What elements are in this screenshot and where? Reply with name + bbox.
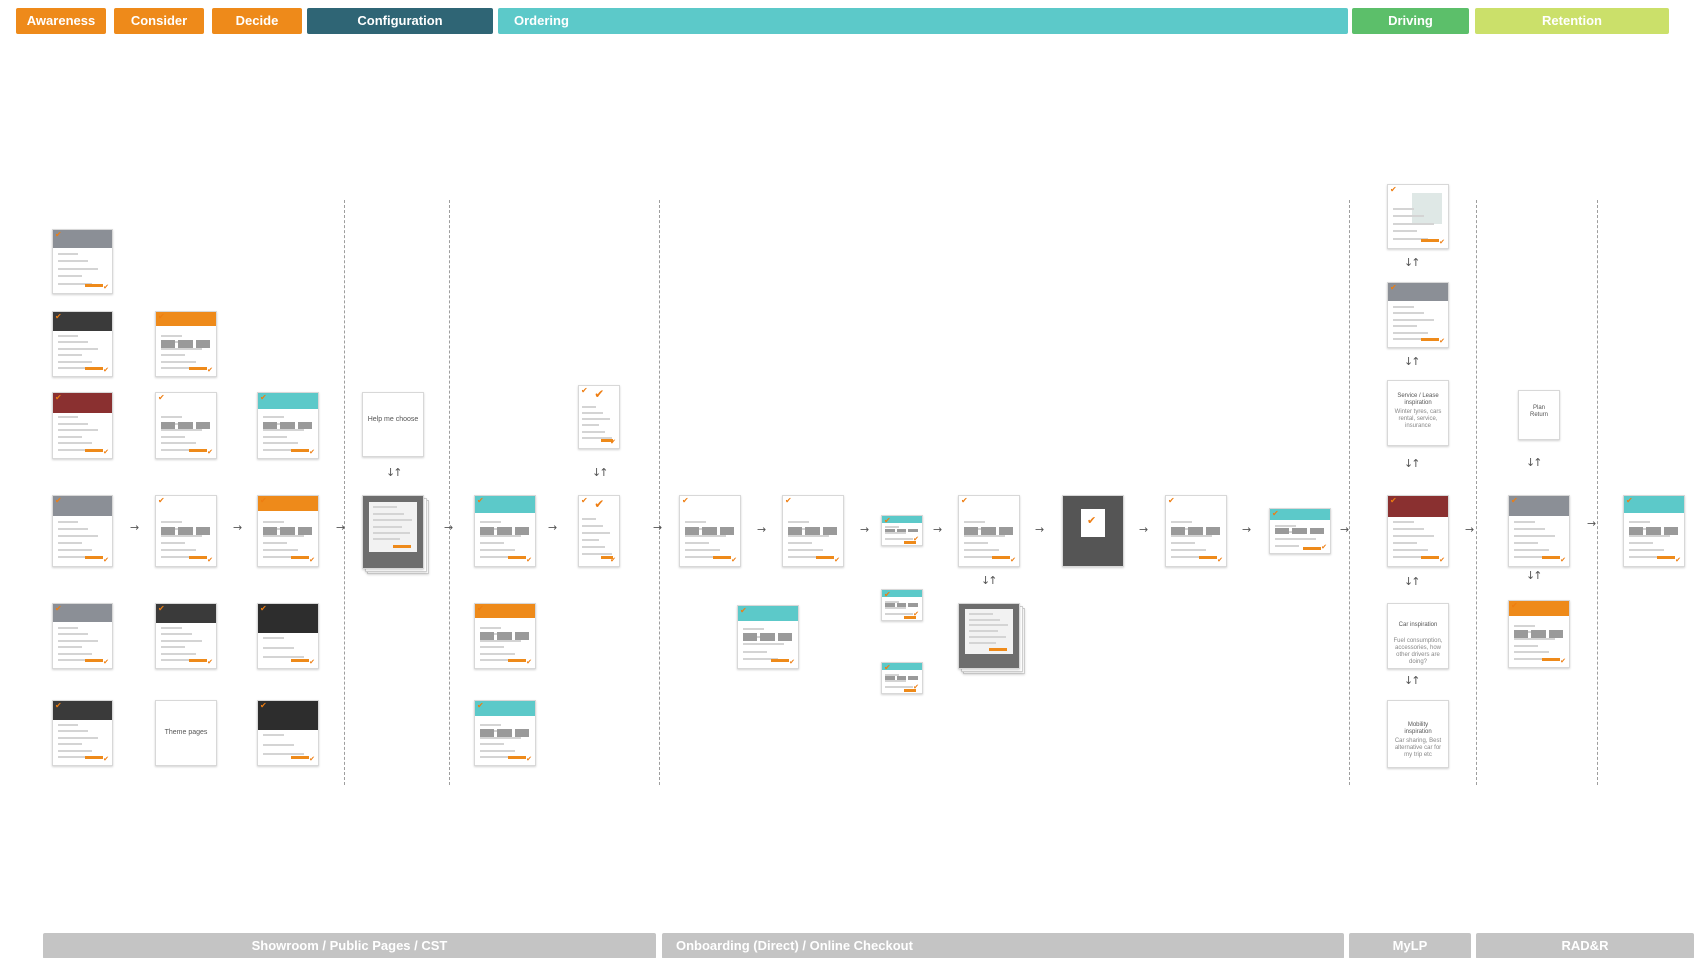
phase-radr: RAD&R bbox=[1476, 933, 1694, 958]
phase-mylp: MyLP bbox=[1349, 933, 1471, 958]
screen-thumbnail: ✔✔ bbox=[155, 603, 217, 669]
screen-thumbnail: ✔✔ bbox=[52, 495, 113, 567]
arrow-updown: ↓↑ bbox=[1404, 674, 1421, 687]
caption-help-me-choose: Help me choose bbox=[367, 416, 419, 423]
caption-plan-return: Plan Return bbox=[1529, 405, 1548, 418]
screen-thumbnail: ✔✔ bbox=[1165, 495, 1227, 567]
arrow-right: → bbox=[233, 521, 243, 534]
arrow-right: → bbox=[1340, 523, 1350, 536]
screen-thumbnail bbox=[1387, 700, 1449, 768]
divider-retention-end bbox=[1597, 200, 1598, 785]
screen-thumbnail: ✔✔ bbox=[1269, 508, 1331, 554]
screen-thumbnail: ✔✔ bbox=[155, 311, 217, 377]
caption-car-inspiration: Car inspiration bbox=[1398, 622, 1438, 628]
arrow-right: → bbox=[1587, 517, 1597, 530]
arrow-updown: ↓↑ bbox=[981, 574, 998, 587]
screen-thumbnail: ✔✔ bbox=[155, 392, 217, 459]
screen-thumbnail: ✔✔ bbox=[52, 311, 113, 377]
arrow-right: → bbox=[336, 521, 346, 534]
screen-thumbnail: ✔✔ bbox=[474, 700, 536, 766]
stage-awareness: Awareness bbox=[16, 8, 106, 34]
arrow-right: → bbox=[860, 523, 870, 536]
screen-thumbnail: ✔✔ bbox=[1623, 495, 1685, 567]
arrow-right: → bbox=[548, 521, 558, 534]
stage-decide: Decide bbox=[212, 8, 302, 34]
arrow-updown: ↓↑ bbox=[1404, 256, 1421, 269]
phase-showroom: Showroom / Public Pages / CST bbox=[43, 933, 656, 958]
arrow-updown: ↓↑ bbox=[386, 466, 403, 479]
screen-thumbnail: ✔✔ bbox=[1387, 282, 1449, 348]
screen-thumbnail: ✔✔ bbox=[1387, 495, 1449, 567]
screen-thumbnail bbox=[362, 392, 424, 457]
stage-configuration: Configuration bbox=[307, 8, 493, 34]
screen-thumbnail: ✔✔ bbox=[782, 495, 844, 567]
screen-thumbnail: ✔✔ bbox=[474, 603, 536, 669]
arrow-updown: ↓↑ bbox=[1526, 569, 1543, 582]
screen-thumbnail bbox=[1387, 603, 1449, 669]
screen-thumbnail: ✔✔ bbox=[679, 495, 741, 567]
screen-thumbnail bbox=[1518, 390, 1560, 440]
screen-thumbnail bbox=[362, 495, 424, 569]
caption-mobility-inspiration: Mobility inspiration bbox=[1404, 722, 1432, 735]
screen-thumbnail: ✔✔ bbox=[52, 392, 113, 459]
screen-thumbnail: ✔✔ bbox=[1387, 184, 1449, 249]
arrow-right: → bbox=[1242, 523, 1252, 536]
arrow-right: → bbox=[1465, 523, 1475, 536]
screen-thumbnail: ✔✔✔ bbox=[578, 385, 620, 449]
screen-thumbnail: ✔✔ bbox=[257, 603, 319, 669]
caption-mobility-inspiration-body: Car sharing, Best alternative car for my… bbox=[1394, 738, 1442, 758]
screen-thumbnail: ✔✔ bbox=[155, 495, 217, 567]
arrow-updown: ↓↑ bbox=[1404, 575, 1421, 588]
screen-thumbnail: ✔✔ bbox=[474, 495, 536, 567]
screen-thumbnail: ✔✔ bbox=[52, 603, 113, 669]
screen-thumbnail: ✔✔ bbox=[257, 495, 319, 567]
screen-thumbnail bbox=[958, 603, 1020, 669]
arrow-right: → bbox=[1035, 523, 1045, 536]
arrow-right: → bbox=[757, 523, 767, 536]
arrow-right: → bbox=[444, 521, 454, 534]
arrow-right: → bbox=[130, 521, 140, 534]
screen-thumbnail: ✔✔ bbox=[52, 700, 113, 766]
screen-thumbnail: ✔ bbox=[1062, 495, 1124, 567]
screen-thumbnail: ✔✔ bbox=[881, 515, 923, 546]
arrow-updown: ↓↑ bbox=[1404, 457, 1421, 470]
arrow-right: → bbox=[1139, 523, 1149, 536]
screen-thumbnail: ✔✔✔ bbox=[578, 495, 620, 567]
screen-thumbnail: ✔✔ bbox=[52, 229, 113, 294]
caption-service-lease-body: Winter tyres, cars rental, service, insu… bbox=[1394, 409, 1442, 429]
stage-consider: Consider bbox=[114, 8, 204, 34]
screen-thumbnail: ✔✔ bbox=[737, 605, 799, 669]
screen-thumbnail: ✔✔ bbox=[958, 495, 1020, 567]
caption-car-inspiration-body: Fuel consumption, accessories, how other… bbox=[1393, 638, 1443, 665]
screen-thumbnail bbox=[1387, 380, 1449, 446]
screen-thumbnail: ✔✔ bbox=[257, 392, 319, 459]
arrow-right: → bbox=[933, 523, 943, 536]
screen-thumbnail: ✔✔ bbox=[1508, 600, 1570, 668]
arrow-right: → bbox=[653, 521, 663, 534]
screen-thumbnail: ✔✔ bbox=[881, 589, 923, 621]
arrow-updown: ↓↑ bbox=[1404, 355, 1421, 368]
screen-thumbnail bbox=[155, 700, 217, 766]
stage-ordering: Ordering bbox=[498, 8, 1348, 34]
divider-config-order bbox=[449, 200, 450, 785]
screen-thumbnail: ✔✔ bbox=[881, 662, 923, 694]
caption-service-lease: Service / Lease inspiration bbox=[1397, 393, 1439, 406]
divider-order-checkout bbox=[659, 200, 660, 785]
divider-decide-config bbox=[344, 200, 345, 785]
arrow-updown: ↓↑ bbox=[592, 466, 609, 479]
screen-thumbnail: ✔✔ bbox=[1508, 495, 1570, 567]
screen-thumbnail: ✔✔ bbox=[257, 700, 319, 766]
divider-ordering-driving bbox=[1349, 200, 1350, 785]
divider-driving-retention bbox=[1476, 200, 1477, 785]
phase-onboarding: Onboarding (Direct) / Online Checkout bbox=[662, 933, 1344, 958]
stage-retention: Retention bbox=[1475, 8, 1669, 34]
arrow-updown: ↓↑ bbox=[1526, 456, 1543, 469]
stage-driving: Driving bbox=[1352, 8, 1469, 34]
caption-theme-pages: Theme pages bbox=[164, 729, 208, 736]
